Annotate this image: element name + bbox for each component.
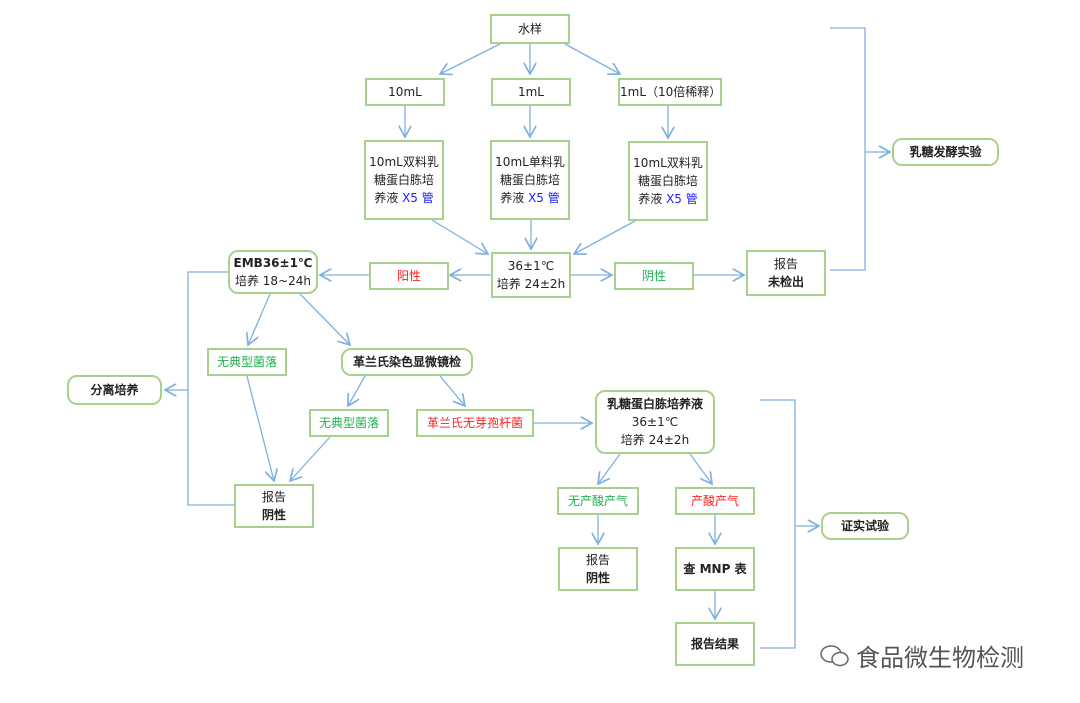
no-typical-colony-1-node: 无典型菌落 <box>207 348 287 376</box>
node-label: 阴性 <box>261 508 286 522</box>
report-negative-1-node: 报告阴性 <box>234 484 314 528</box>
water-sample-node: 水样 <box>490 14 570 44</box>
node-label: 糖蛋白胨培 <box>373 173 434 187</box>
node-label: 养液 <box>638 192 663 206</box>
tube-count: X5 管 <box>666 192 698 206</box>
gram-stain-node: 革兰氏染色显微镜检 <box>341 348 473 376</box>
node-label: 报告结果 <box>690 637 739 651</box>
node-label: 10mL双料乳 <box>633 156 703 170</box>
positive-node: 阳性 <box>369 262 449 290</box>
node-label: EMB36±1℃ <box>233 256 313 270</box>
node-label: 分离培养 <box>90 383 139 397</box>
node-label: 36±1℃ <box>631 415 679 429</box>
node-label: 10mL <box>388 85 422 99</box>
node-label: 10mL双料乳 <box>369 155 439 169</box>
node-label: 阴性 <box>641 269 666 283</box>
incubation-node: 36±1℃ 培养 24±2h <box>491 252 571 298</box>
gram-negative-bacilli-node: 革兰氏无芽孢杆菌 <box>416 409 534 437</box>
node-label: 无典型菌落 <box>318 416 379 430</box>
tube-double-2-node: 10mL双料乳糖蛋白胨培养液 X5 管 <box>628 141 708 221</box>
mnp-table-node: 查 MNP 表 <box>675 547 755 591</box>
node-label: 培养 24±2h <box>496 277 566 291</box>
no-typical-colony-2-node: 无典型菌落 <box>309 409 389 437</box>
report-not-detected-node: 报告未检出 <box>746 250 826 296</box>
node-label: 水样 <box>517 22 542 36</box>
node-label: 培养 18~24h <box>234 274 311 288</box>
volume-1ml-node: 1mL <box>491 78 571 106</box>
emb-node: EMB36±1℃ 培养 18~24h <box>228 250 318 294</box>
tube-count: X5 管 <box>528 191 560 205</box>
node-label: 1mL（10倍稀释） <box>620 85 722 99</box>
node-label: 阳性 <box>396 269 421 283</box>
node-label: 阴性 <box>585 571 610 585</box>
tube-double-1-node: 10mL双料乳糖蛋白胨培养液 X5 管 <box>364 140 444 220</box>
lactose-fermentation-node: 乳糖发酵实验 <box>892 138 999 166</box>
node-label: 36±1℃ <box>507 259 555 273</box>
node-label: 乳糖发酵实验 <box>909 145 982 159</box>
node-label: 产酸产气 <box>690 494 739 508</box>
node-label: 糖蛋白胨培 <box>637 174 698 188</box>
negative-node: 阴性 <box>614 262 694 290</box>
isolation-culture-node: 分离培养 <box>67 375 162 405</box>
node-label: 1mL <box>517 85 544 99</box>
confirmation-test-node: 证实试验 <box>821 512 909 540</box>
node-label: 10mL单料乳 <box>495 155 565 169</box>
tube-count: X5 管 <box>402 191 434 205</box>
node-label: 报告 <box>585 553 610 567</box>
tube-single-node: 10mL单料乳糖蛋白胨培养液 X5 管 <box>490 140 570 220</box>
report-negative-2-node: 报告阴性 <box>558 547 638 591</box>
node-label: 未检出 <box>767 275 804 289</box>
node-label: 培养 24±2h <box>620 433 690 447</box>
node-label: 证实试验 <box>840 519 889 533</box>
node-label: 革兰氏无芽孢杆菌 <box>426 416 523 430</box>
watermark-text: 食品微生物检测 <box>856 644 1024 672</box>
lactose-broth-node: 乳糖蛋白胨培养液 36±1℃ 培养 24±2h <box>595 390 715 454</box>
no-acid-gas-node: 无产酸产气 <box>557 487 639 515</box>
volume-10ml-node: 10mL <box>365 78 445 106</box>
report-result-node: 报告结果 <box>675 622 755 666</box>
wechat-icon <box>820 644 849 666</box>
node-label: 养液 <box>500 191 525 205</box>
node-label: 查 MNP 表 <box>683 562 747 576</box>
node-label: 养液 <box>374 191 399 205</box>
volume-1ml-diluted-node: 1mL（10倍稀释） <box>618 78 722 106</box>
node-label: 糖蛋白胨培 <box>499 173 560 187</box>
node-label: 乳糖蛋白胨培养液 <box>606 397 703 411</box>
acid-gas-node: 产酸产气 <box>675 487 755 515</box>
node-label: 报告 <box>261 490 286 504</box>
watermark: 食品微生物检测 <box>820 638 1024 673</box>
node-label: 无典型菌落 <box>216 355 277 369</box>
node-label: 报告 <box>773 257 798 271</box>
node-label: 无产酸产气 <box>567 494 628 508</box>
node-label: 革兰氏染色显微镜检 <box>352 355 461 369</box>
